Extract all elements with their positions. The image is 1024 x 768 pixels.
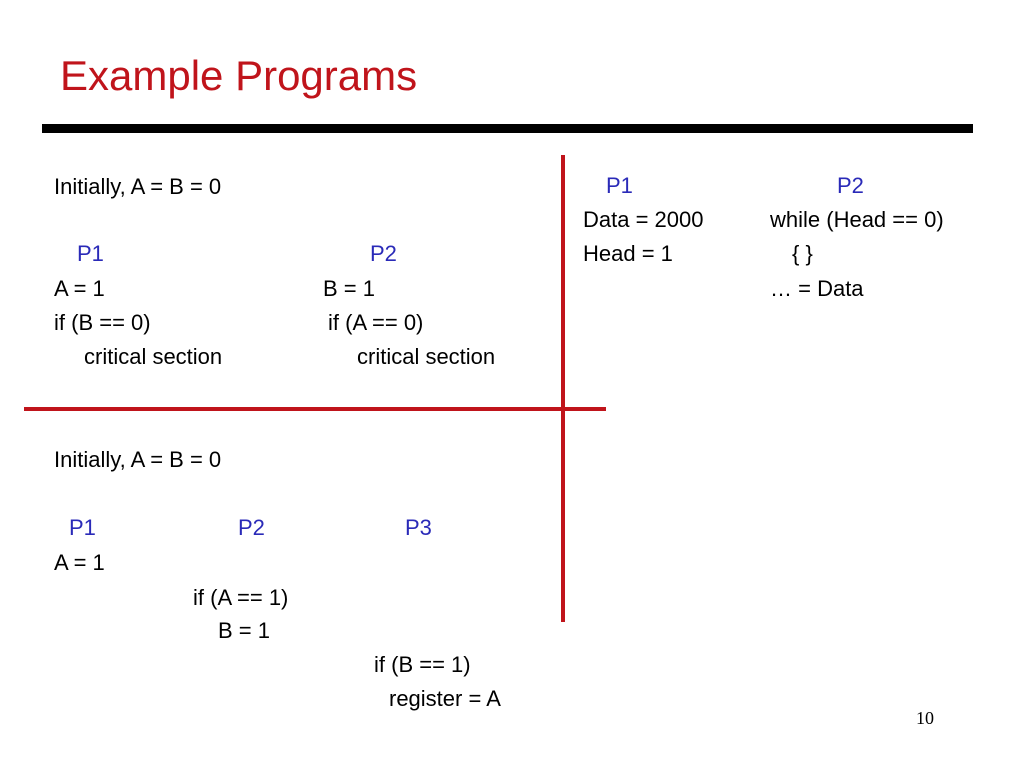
example-1-p2-line: B = 1 bbox=[323, 276, 375, 301]
example-1-p2-line: critical section bbox=[357, 344, 496, 369]
title-rule bbox=[42, 124, 973, 133]
horizontal-divider bbox=[24, 407, 606, 411]
example-1-initial-condition: Initially, A = B = 0 bbox=[54, 174, 222, 199]
example-3-initial-condition: Initially, A = B = 0 bbox=[54, 447, 222, 472]
example-2-p2-line: … = Data bbox=[770, 276, 864, 301]
example-3-p3-label: P3 bbox=[405, 515, 432, 540]
example-3-p1-label: P1 bbox=[69, 515, 96, 540]
example-2-p1-label: P1 bbox=[606, 173, 633, 198]
example-1-p1-line: A = 1 bbox=[54, 276, 105, 301]
example-2-p1-line: Data = 2000 bbox=[583, 207, 704, 232]
example-1-p1-line: critical section bbox=[84, 344, 223, 369]
slide-title: Example Programs bbox=[60, 52, 418, 99]
example-3-line: if (B == 1) bbox=[374, 652, 471, 677]
example-3-line: A = 1 bbox=[54, 550, 105, 575]
example-1-p2-label: P2 bbox=[370, 241, 397, 266]
example-2-p2-line: { } bbox=[792, 241, 813, 266]
example-3-line: register = A bbox=[389, 686, 501, 711]
example-3-line: B = 1 bbox=[218, 618, 270, 643]
example-1-p1-label: P1 bbox=[77, 241, 104, 266]
example-3-p2-label: P2 bbox=[238, 515, 265, 540]
vertical-divider bbox=[561, 155, 565, 622]
example-3-line: if (A == 1) bbox=[193, 585, 289, 610]
example-2-p1-line: Head = 1 bbox=[583, 241, 673, 266]
page-number: 10 bbox=[916, 708, 934, 728]
example-2-p2-line: while (Head == 0) bbox=[770, 207, 944, 232]
example-2-p2-label: P2 bbox=[837, 173, 864, 198]
example-1-p1-line: if (B == 0) bbox=[54, 310, 151, 335]
example-1-p2-line: if (A == 0) bbox=[328, 310, 424, 335]
